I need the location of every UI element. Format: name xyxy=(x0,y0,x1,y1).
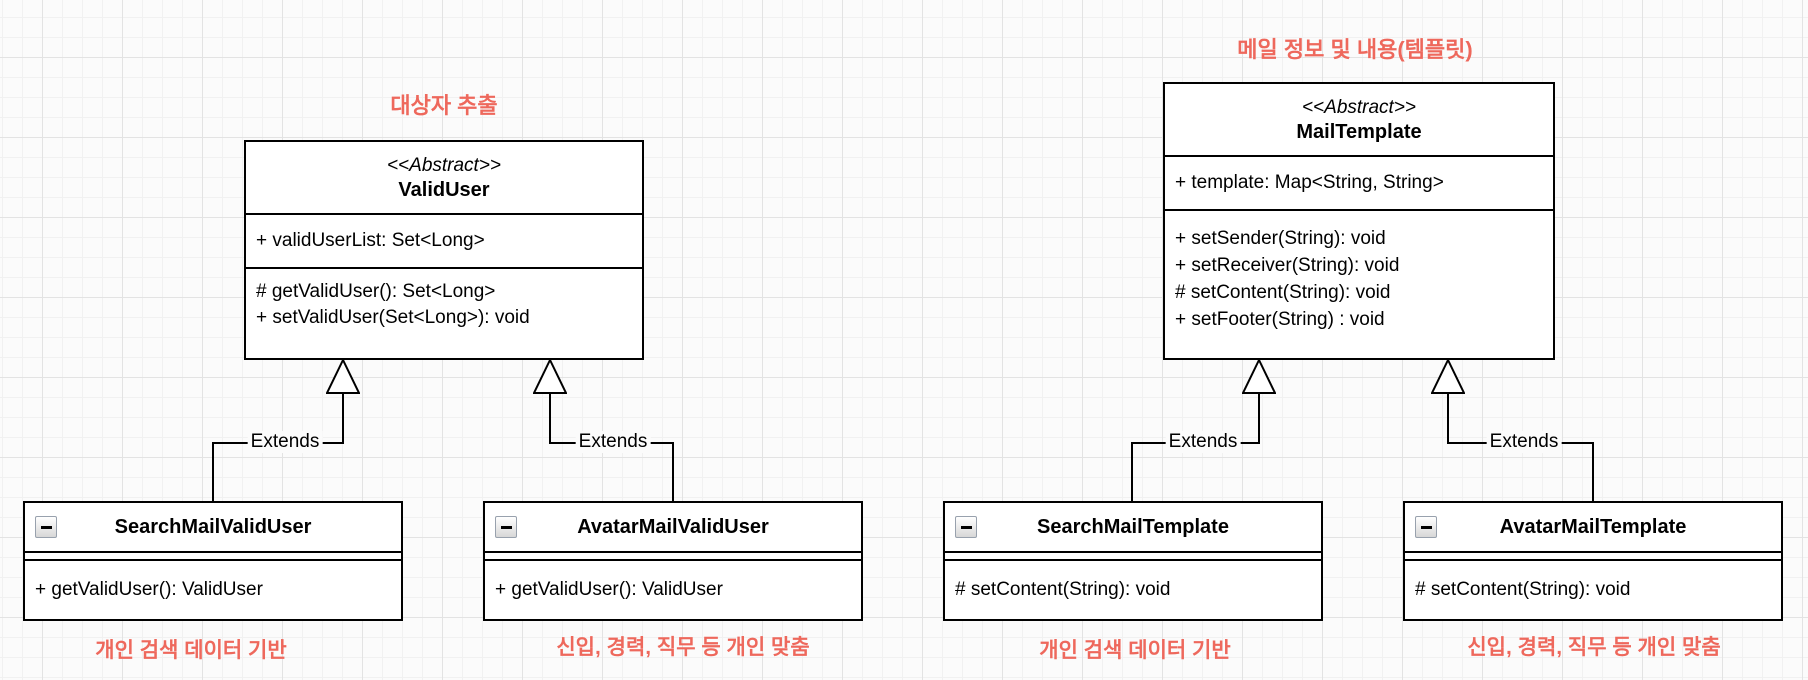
class-methods-compartment: + setSender(String): void + setReceiver(… xyxy=(1165,209,1553,358)
extends-edge-line xyxy=(672,442,674,501)
class-methods-compartment: + getValidUser(): ValidUser xyxy=(25,559,401,619)
method-line: + setReceiver(String): void xyxy=(1175,255,1400,276)
extends-edge-label: Extends xyxy=(247,431,323,453)
class-attributes-compartment: + template: Map<String, String> xyxy=(1165,155,1553,209)
class-box-search-mail-valid-user[interactable]: SearchMailValidUser + getValidUser(): Va… xyxy=(23,501,403,621)
class-box-avatar-mail-valid-user[interactable]: AvatarMailValidUser + getValidUser(): Va… xyxy=(483,501,863,621)
class-box-valid-user[interactable]: <<Abstract>> ValidUser + validUserList: … xyxy=(244,140,644,360)
method-line: # setContent(String): void xyxy=(1415,579,1631,600)
class-methods-compartment: # getValidUser(): Set<Long> + setValidUs… xyxy=(246,267,642,358)
class-title-compartment: SearchMailTemplate xyxy=(945,503,1321,551)
inheritance-triangle-icon xyxy=(533,359,567,394)
minus-glyph xyxy=(500,525,512,529)
class-box-mail-template[interactable]: <<Abstract>> MailTemplate + template: Ma… xyxy=(1163,82,1555,360)
empty-attributes-compartment xyxy=(485,551,861,559)
class-methods-compartment: # setContent(String): void xyxy=(1405,559,1781,619)
method-line: + getValidUser(): ValidUser xyxy=(495,579,723,600)
extends-edge-label: Extends xyxy=(1165,431,1241,453)
class-name: AvatarMailValidUser xyxy=(577,515,769,538)
extends-edge-label: Extends xyxy=(1486,431,1562,453)
extends-edge-line xyxy=(1447,394,1449,444)
class-name: SearchMailValidUser xyxy=(114,515,312,538)
method-line: # getValidUser(): Set<Long> xyxy=(256,281,496,302)
collapse-minus-icon[interactable] xyxy=(495,516,517,538)
empty-attributes-compartment xyxy=(25,551,401,559)
attribute-line: + validUserList: Set<Long> xyxy=(256,230,485,251)
class-methods-compartment: + getValidUser(): ValidUser xyxy=(485,559,861,619)
class-title-compartment: AvatarMailValidUser xyxy=(485,503,861,551)
class-stereotype: <<Abstract>> xyxy=(1301,96,1417,118)
inheritance-triangle-icon xyxy=(326,359,360,394)
class-name: AvatarMailTemplate xyxy=(1499,515,1687,538)
collapse-minus-icon[interactable] xyxy=(955,516,977,538)
extends-edge-line xyxy=(342,394,344,444)
extends-edge-line xyxy=(1258,394,1260,444)
method-line: + setFooter(String) : void xyxy=(1175,309,1385,330)
class-title-compartment: <<Abstract>> ValidUser xyxy=(246,142,642,213)
annotation-avatar-mail-valid-user: 신입, 경력, 직무 등 개인 맞춤 xyxy=(556,636,810,659)
method-line: + setSender(String): void xyxy=(1175,228,1386,249)
extends-edge-line xyxy=(1592,442,1594,501)
class-box-search-mail-template[interactable]: SearchMailTemplate # setContent(String):… xyxy=(943,501,1323,621)
minus-glyph xyxy=(960,525,972,529)
annotation-mail-template-group: 메일 정보 및 내용(템플릿) xyxy=(1237,37,1473,62)
class-box-avatar-mail-template[interactable]: AvatarMailTemplate # setContent(String):… xyxy=(1403,501,1783,621)
inheritance-triangle-icon xyxy=(1242,359,1276,394)
class-name: SearchMailTemplate xyxy=(1037,515,1229,538)
extends-edge-line xyxy=(1131,442,1133,501)
extends-edge-line xyxy=(549,394,551,444)
annotation-avatar-mail-template: 신입, 경력, 직무 등 개인 맞춤 xyxy=(1467,636,1721,659)
inheritance-triangle-icon xyxy=(1431,359,1465,394)
minus-glyph xyxy=(1420,525,1432,529)
class-methods-compartment: # setContent(String): void xyxy=(945,559,1321,619)
method-line: + getValidUser(): ValidUser xyxy=(35,579,263,600)
method-line: # setContent(String): void xyxy=(1175,282,1391,303)
collapse-minus-icon[interactable] xyxy=(35,516,57,538)
annotation-search-mail-valid-user: 개인 검색 데이터 기반 xyxy=(95,639,287,662)
minus-glyph xyxy=(40,525,52,529)
extends-edge-label: Extends xyxy=(575,431,651,453)
empty-attributes-compartment xyxy=(1405,551,1781,559)
class-title-compartment: <<Abstract>> MailTemplate xyxy=(1165,84,1553,155)
class-stereotype: <<Abstract>> xyxy=(386,154,502,176)
method-line: + setValidUser(Set<Long>): void xyxy=(256,307,530,328)
method-line: # setContent(String): void xyxy=(955,579,1171,600)
class-name: ValidUser xyxy=(398,178,490,201)
annotation-search-mail-template: 개인 검색 데이터 기반 xyxy=(1039,639,1231,662)
class-title-compartment: AvatarMailTemplate xyxy=(1405,503,1781,551)
class-title-compartment: SearchMailValidUser xyxy=(25,503,401,551)
empty-attributes-compartment xyxy=(945,551,1321,559)
extends-edge-line xyxy=(212,442,214,501)
class-attributes-compartment: + validUserList: Set<Long> xyxy=(246,213,642,267)
class-name: MailTemplate xyxy=(1296,120,1422,143)
collapse-minus-icon[interactable] xyxy=(1415,516,1437,538)
annotation-valid-user-group: 대상자 추출 xyxy=(390,93,498,118)
attribute-line: + template: Map<String, String> xyxy=(1175,172,1444,193)
